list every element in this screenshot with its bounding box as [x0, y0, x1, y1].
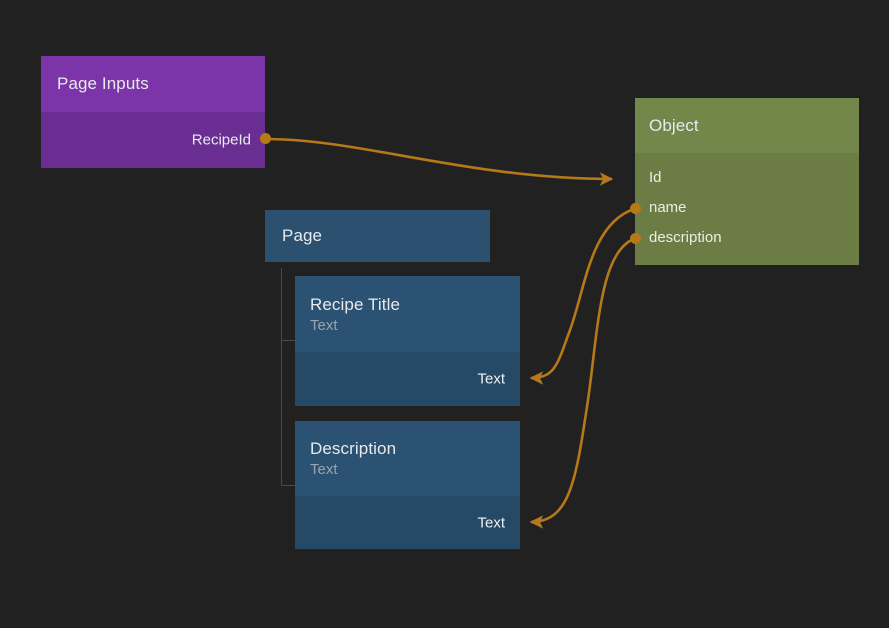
node-recipe-title-body: Text — [295, 352, 520, 406]
tree-guide-vertical — [281, 268, 282, 486]
node-description-body: Text — [295, 496, 520, 549]
node-object[interactable]: Object Id name description — [635, 98, 859, 265]
node-description[interactable]: Description Text Text — [295, 421, 520, 549]
tree-guide-branch-recipe-title — [281, 340, 295, 341]
node-description-subtitle: Text — [310, 461, 338, 478]
node-recipe-title-subtitle: Text — [310, 316, 338, 334]
port-dot-object-description[interactable] — [630, 233, 641, 244]
node-object-body: Id name description — [635, 153, 859, 265]
port-dot-recipeid[interactable] — [260, 133, 271, 144]
node-recipe-title-label: Recipe Title — [310, 294, 401, 314]
port-label-recipeid: RecipeId — [191, 131, 251, 149]
node-page-title: Page — [282, 226, 323, 245]
edge-name-to-recipe-title — [529, 207, 635, 385]
slot-label-description-text: Text — [477, 514, 505, 531]
object-field-id[interactable]: Id — [649, 169, 662, 186]
tree-guide-branch-description — [281, 485, 295, 486]
node-page-inputs-body: RecipeId — [41, 112, 265, 168]
edge-description-to-description-text — [529, 237, 635, 529]
node-page-header[interactable]: Page — [265, 210, 490, 262]
node-page[interactable]: Page — [265, 210, 490, 262]
node-description-header[interactable]: Description Text — [295, 421, 520, 496]
node-page-inputs-title: Page Inputs — [57, 74, 149, 93]
port-dot-object-name[interactable] — [630, 203, 641, 214]
object-field-description[interactable]: description — [649, 229, 722, 246]
node-recipe-title-header[interactable]: Recipe Title Text — [295, 276, 520, 352]
node-page-inputs[interactable]: Page Inputs RecipeId — [41, 56, 265, 168]
node-description-label: Description — [310, 439, 397, 458]
node-object-header[interactable]: Object — [635, 98, 859, 153]
node-page-inputs-header[interactable]: Page Inputs — [41, 56, 265, 112]
edge-recipeid-to-id — [265, 137, 614, 186]
object-field-name[interactable]: name — [649, 199, 687, 216]
slot-label-recipe-title-text: Text — [477, 370, 505, 388]
node-object-title: Object — [649, 115, 699, 135]
node-recipe-title[interactable]: Recipe Title Text Text — [295, 276, 520, 406]
